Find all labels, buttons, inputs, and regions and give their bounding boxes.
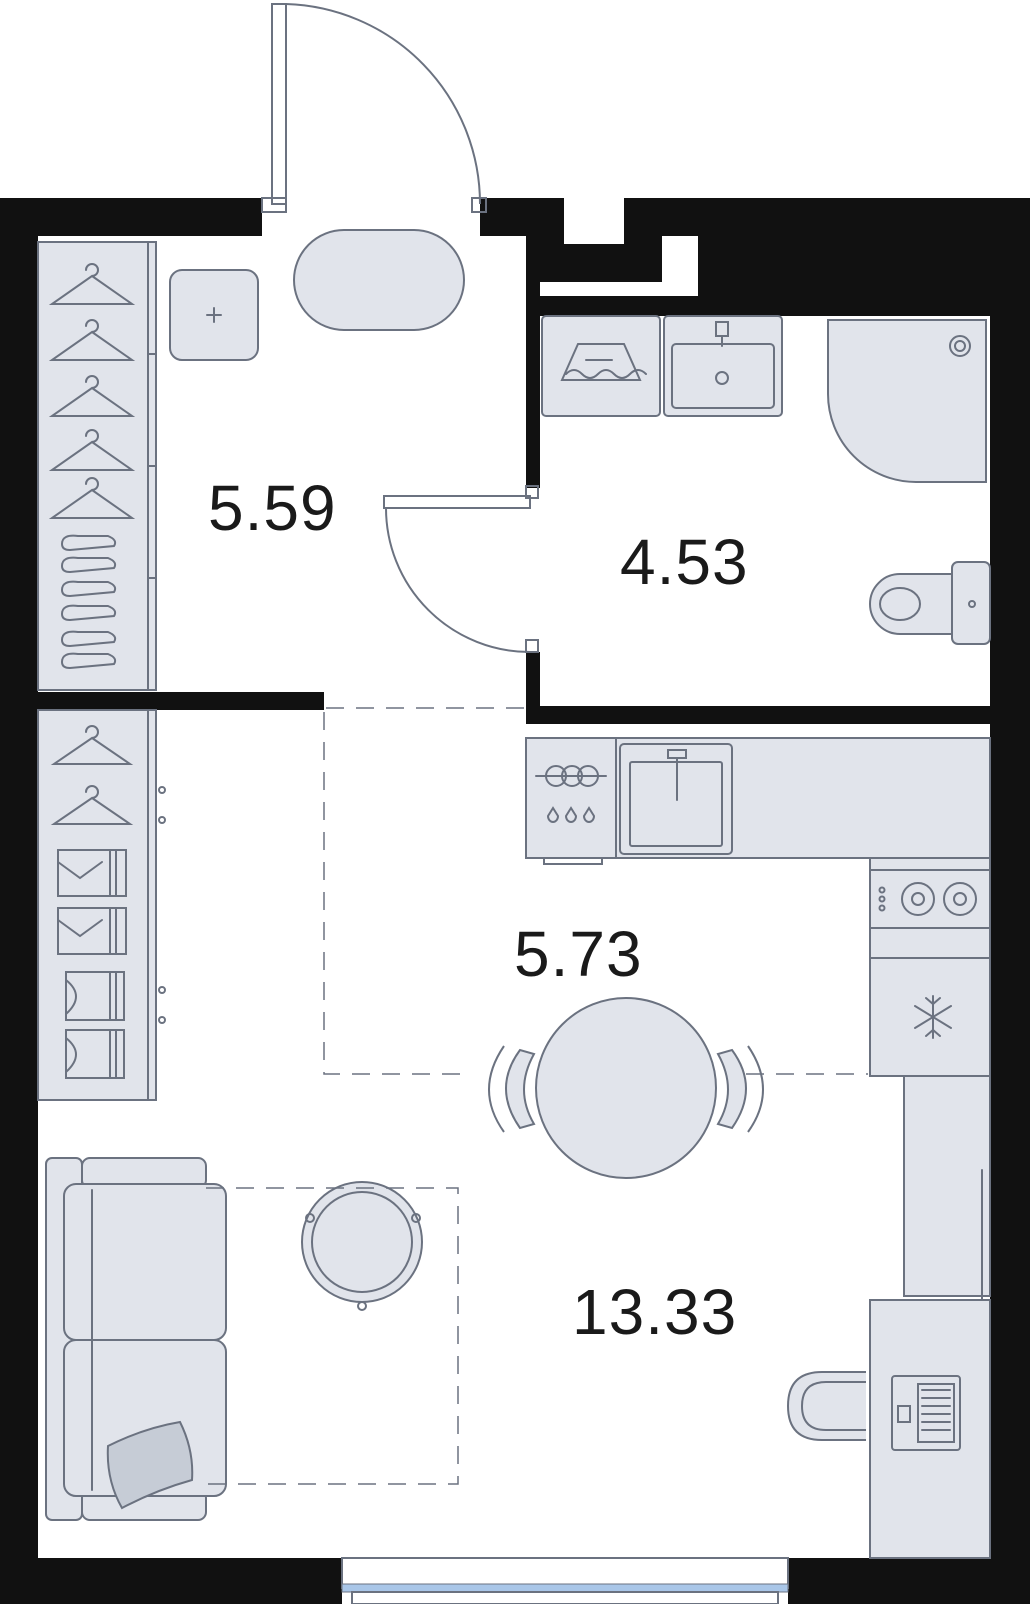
walls: [0, 198, 1030, 1604]
shoes-icon: [60, 534, 117, 670]
dining-chair: [716, 1045, 764, 1133]
refrigerator: [869, 957, 991, 1077]
shower-cabin: [827, 319, 987, 483]
window: [341, 1557, 789, 1604]
hanger-icon: [48, 477, 136, 519]
oven-cooktop: [525, 737, 617, 865]
zone-outlines: [206, 707, 868, 1485]
hanger-icon: [48, 375, 136, 417]
hob: [869, 869, 991, 929]
kitchen-sink: [619, 743, 733, 855]
living-wardrobe: [37, 709, 166, 1101]
bathroom-area-label: 4.53: [620, 526, 749, 598]
entrance-door: [261, 3, 487, 213]
sofa: [45, 1157, 227, 1521]
coffee-table: [301, 1181, 423, 1311]
folded-shirt-icon: [57, 849, 127, 955]
hanger-icon: [48, 319, 136, 361]
hanger-icon: [50, 725, 134, 765]
dining-chair: [488, 1045, 536, 1133]
living-area-label: 13.33: [572, 1276, 738, 1348]
toilet: [869, 561, 991, 645]
washing-machine: [541, 315, 661, 417]
hall-area-label: 5.59: [208, 472, 337, 544]
folded-pants-icon: [65, 971, 125, 1079]
desk-chair: [786, 1371, 866, 1441]
hanger-icon: [50, 785, 134, 825]
bathroom-door: [383, 485, 539, 653]
hanger-icon: [48, 429, 136, 471]
bathroom-sink: [663, 315, 783, 417]
laptop-icon: [891, 1375, 961, 1451]
hall-wardrobe: [37, 241, 157, 691]
hall-bench: [293, 229, 465, 331]
dining-table: [535, 997, 717, 1179]
pillow-icon: [106, 1420, 194, 1510]
kitchen-area-label: 5.73: [514, 918, 643, 990]
hall-pouf: [169, 269, 259, 361]
hanger-icon: [48, 263, 136, 305]
